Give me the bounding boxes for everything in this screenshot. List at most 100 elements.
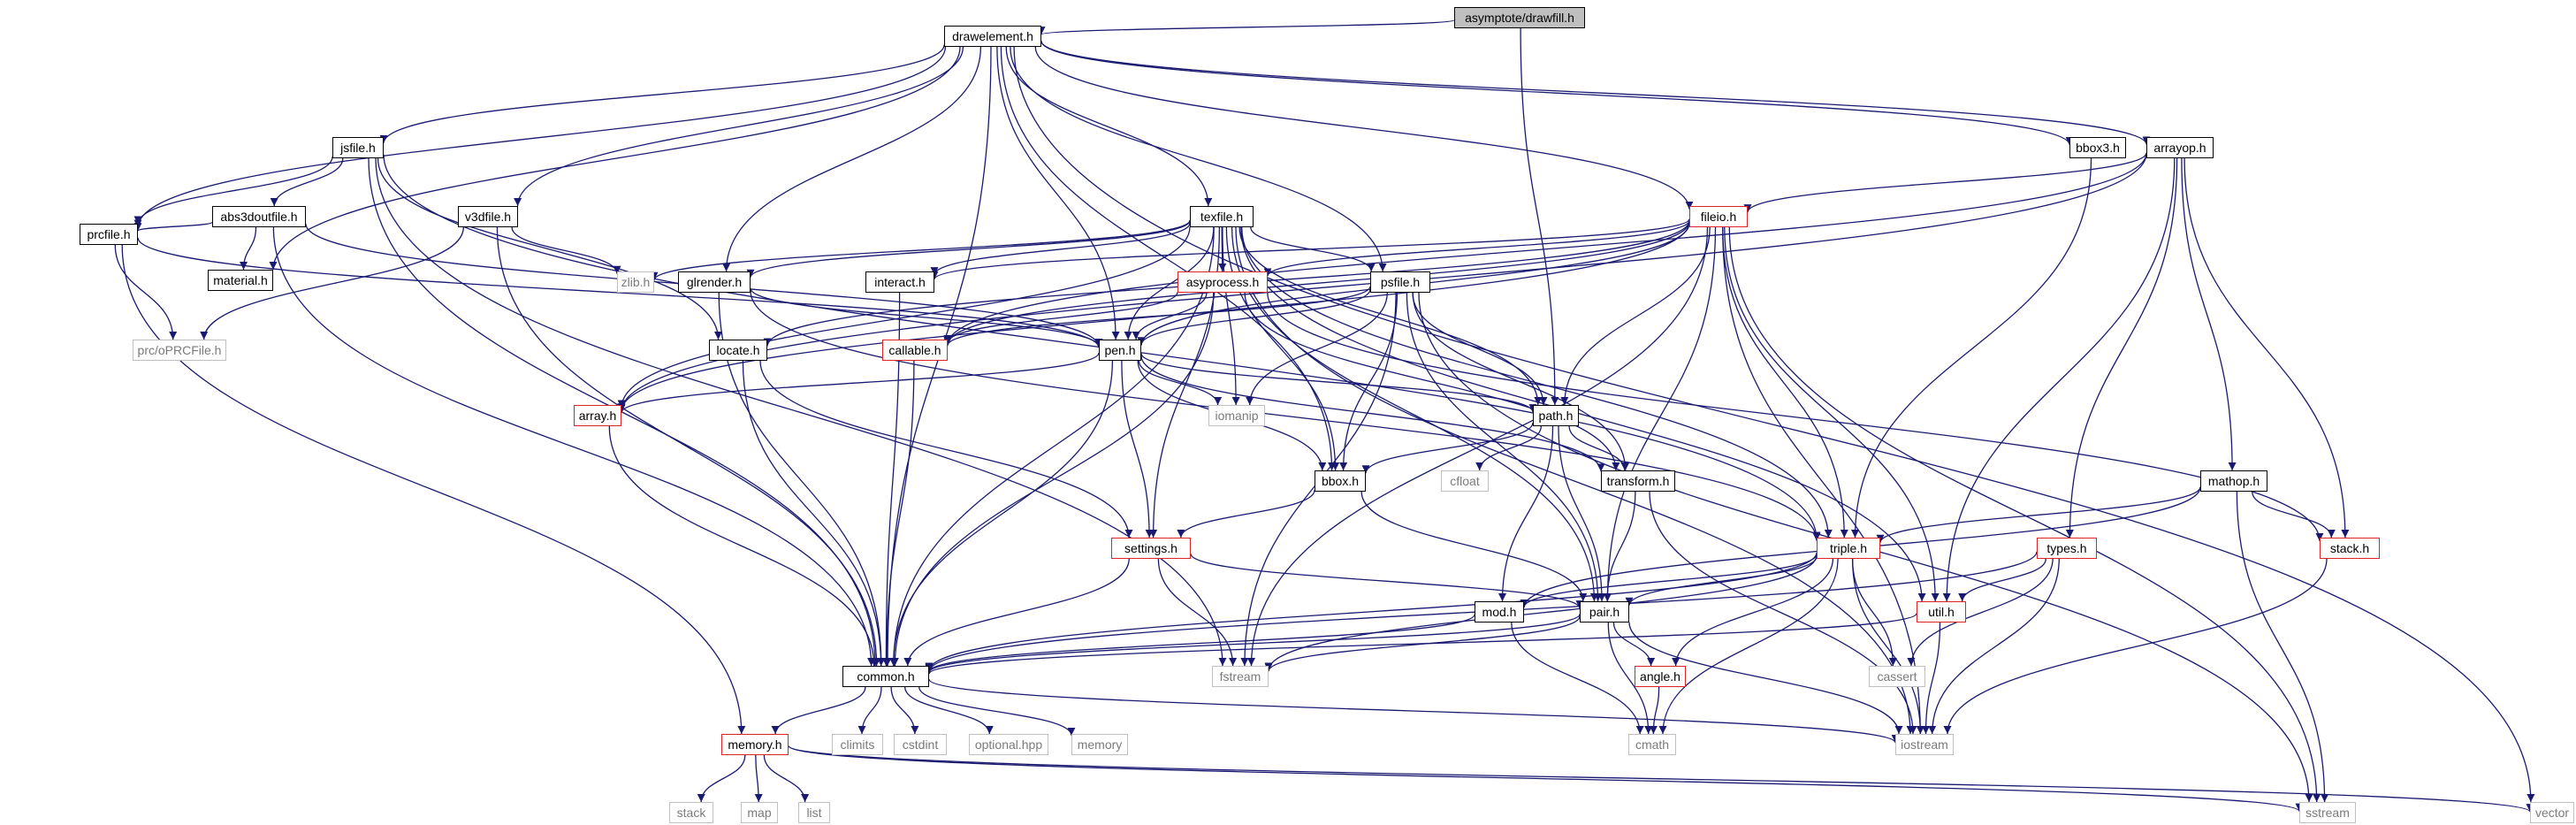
node-asyprocess-h[interactable]: asyprocess.h <box>1177 271 1268 293</box>
edge-pen-to-transform <box>1140 355 1605 472</box>
edge-texfile-to-iomanip <box>1222 226 1240 406</box>
edge-arrayop-to-types <box>2065 157 2178 539</box>
node-interact-h[interactable]: interact.h <box>865 271 934 293</box>
edge-texfile-to-interact <box>930 223 1191 276</box>
edge-util-to-iostream <box>1922 622 1941 735</box>
edge-drawelement-to-texfile <box>1005 46 1213 207</box>
node-material-h[interactable]: material.h <box>208 270 273 291</box>
edge-psfile-to-transform <box>1412 292 1630 471</box>
edge-path-to-pair <box>1558 425 1606 602</box>
node-list: list <box>798 802 830 823</box>
edge-arrayop-to-util <box>1942 157 2176 602</box>
edge-pair-to-common <box>925 613 1581 674</box>
edge-fileio-to-pair <box>1604 226 1717 602</box>
node-array-h[interactable]: array.h <box>574 405 621 426</box>
edge-drawelement-to-psfile <box>1010 46 1387 272</box>
edge-pen-to-common <box>889 360 1114 667</box>
node-types-h[interactable]: types.h <box>2037 538 2097 559</box>
node-memory-h[interactable]: memory.h <box>721 734 789 755</box>
node-jsfile-h[interactable]: jsfile.h <box>332 137 384 158</box>
node-zlib-h: zlib.h <box>617 271 654 293</box>
edge-drawelement-to-jsfile <box>379 44 945 143</box>
node-path-h[interactable]: path.h <box>1533 405 1579 426</box>
edge-fileio-to-callable <box>943 221 1690 345</box>
edge-texfile-to-path <box>1238 226 1543 406</box>
edge-drawelement-to-bbox <box>1000 46 1337 471</box>
node-mathop-h[interactable]: mathop.h <box>2200 470 2267 492</box>
node-prcfile-h[interactable]: prcfile.h <box>80 224 138 245</box>
edge-drawfill-to-path <box>1520 27 1559 406</box>
node-optional-hpp: optional.hpp <box>969 734 1048 755</box>
node-arrayop-h[interactable]: arrayop.h <box>2146 137 2214 158</box>
edge-path-to-transform <box>1568 425 1629 471</box>
node-fstream: fstream <box>1212 666 1269 687</box>
edge-psfile-to-iomanip <box>1246 292 1388 406</box>
node-angle-h[interactable]: angle.h <box>1635 666 1686 687</box>
edge-asyprocess-to-transform <box>1244 292 1620 471</box>
edge-abs3doutfile-to-common <box>272 226 876 667</box>
edge-pen-to-iomanip <box>1138 360 1223 406</box>
edge-memory_h-to-map <box>754 754 763 803</box>
edge-bbox3-to-triple <box>1851 157 2092 539</box>
edge-array-to-common <box>608 425 879 667</box>
edge-texfile-to-glrender <box>746 220 1191 278</box>
edge-triple-to-fstream <box>1264 554 1818 671</box>
node-v3dfile-h[interactable]: v3dfile.h <box>458 206 518 227</box>
node-transform-h[interactable]: transform.h <box>1601 470 1675 492</box>
node-bbox3-h[interactable]: bbox3.h <box>2069 137 2126 158</box>
node-callable-h[interactable]: callable.h <box>882 340 948 361</box>
edge-texfile-to-bbox <box>1225 226 1340 471</box>
edge-drawelement-to-bbox3 <box>1040 41 2074 145</box>
edge-drawfill-to-drawelement <box>1038 19 1455 35</box>
node-texfile-h[interactable]: texfile.h <box>1190 206 1254 227</box>
edge-locate-to-common <box>742 360 886 667</box>
node-drawelement-h[interactable]: drawelement.h <box>944 26 1041 47</box>
node-triple-h[interactable]: triple.h <box>1817 538 1880 559</box>
edge-arrayop-to-mathop <box>2181 157 2237 471</box>
edge-abs3doutfile-to-material <box>240 226 257 271</box>
edge-mod-to-common <box>925 614 1475 673</box>
edge-settings-to-common <box>903 558 1130 667</box>
node-mod-h[interactable]: mod.h <box>1475 601 1524 623</box>
edge-glrender-to-triple <box>750 290 1821 541</box>
edge-texfile-to-common <box>889 226 1215 667</box>
edge-arrayop-to-callable <box>943 153 2147 346</box>
edge-fileio-to-interact <box>930 218 1690 280</box>
node-asymptote-drawfill-h[interactable]: asymptote/drawfill.h <box>1454 7 1585 28</box>
edge-triple-to-common <box>925 552 1818 671</box>
node-bbox-h[interactable]: bbox.h <box>1315 470 1366 492</box>
node-stack-h[interactable]: stack.h <box>2320 538 2380 559</box>
node-pair-h[interactable]: pair.h <box>1580 601 1629 623</box>
node-abs3doutfile-h[interactable]: abs3doutfile.h <box>212 206 306 227</box>
node-pen-h[interactable]: pen.h <box>1099 340 1141 361</box>
node-prc-oprcfile-h: prc/oPRCFile.h <box>133 340 226 361</box>
node-locate-h[interactable]: locate.h <box>709 340 767 361</box>
node-fileio-h[interactable]: fileio.h <box>1689 206 1748 227</box>
edge-mathop-to-sstream <box>2236 491 2329 803</box>
node-memory: memory <box>1071 734 1128 755</box>
edge-psfile-to-pen <box>1137 289 1371 346</box>
edge-fileio-to-triple <box>1722 226 1848 539</box>
edge-texfile-to-pair <box>1231 226 1598 602</box>
node-glrender-h[interactable]: glrender.h <box>678 271 751 293</box>
edge-callable-to-common <box>882 360 915 667</box>
edge-asyprocess-to-stack_h <box>1267 292 2324 542</box>
edge-psfile-to-path <box>1412 292 1548 406</box>
edge-pair-to-angle <box>1612 622 1656 667</box>
edge-locate-to-settings <box>759 360 1133 539</box>
node-common-h[interactable]: common.h <box>842 666 929 687</box>
edge-texfile-to-zlib <box>650 219 1191 280</box>
node-util-h[interactable]: util.h <box>1917 601 1966 623</box>
node-settings-h[interactable]: settings.h <box>1111 538 1191 559</box>
edge-drawelement-to-arrayop <box>1040 41 2151 145</box>
node-psfile-h[interactable]: psfile.h <box>1370 271 1430 293</box>
edge-fileio-to-fstream <box>1247 226 1709 667</box>
edge-transform-to-pair <box>1603 491 1636 602</box>
edge-path-to-bbox <box>1361 422 1534 474</box>
edge-types-to-cassert <box>1907 558 2054 667</box>
edge-mod-to-cmath <box>1511 622 1644 735</box>
edge-transform-to-iostream <box>1649 491 1917 735</box>
edge-drawelement-to-material <box>269 46 961 271</box>
edge-common-to-memory_std <box>918 686 1076 736</box>
